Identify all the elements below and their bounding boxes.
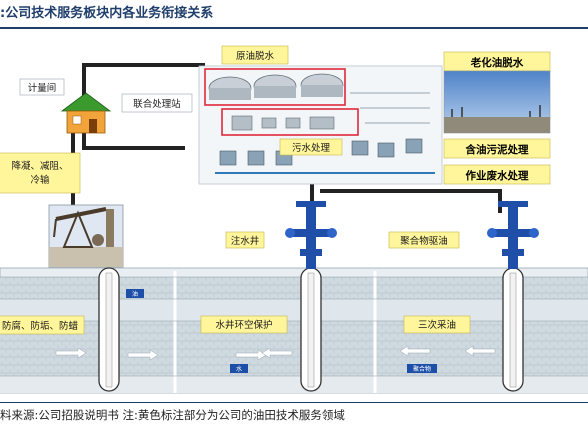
label-aged-oil-dehydration-text: 老化油脱水 — [470, 56, 524, 69]
label-metering-station: 计量间 — [19, 78, 65, 96]
figure-title: :公司技术服务板块内各业务衔接关系 — [0, 6, 214, 21]
label-sewage-treatment: 污水处理 — [279, 138, 343, 156]
wellhead-injection-icon — [285, 201, 337, 269]
wellbore-production — [98, 267, 120, 392]
label-polymer-flooding: 聚合物驱油 — [388, 231, 460, 249]
oilfield-photo — [443, 70, 551, 134]
label-anti-corrosion-text: 防腐、防垢、防蜡 — [2, 320, 79, 332]
tag-polymer-text: 聚合物 — [413, 365, 431, 373]
flow-arrows — [55, 345, 496, 361]
label-crude-dehydration: 原油脱水 — [221, 45, 289, 65]
tag-oil-text: 油 — [132, 290, 138, 298]
tag-oil: 油 — [126, 289, 144, 298]
label-anti-corrosion: 防腐、防垢、防蜡 — [0, 315, 85, 335]
strata-layer-mid — [0, 299, 588, 321]
wellhead-polymer-icon — [487, 201, 539, 269]
label-polymer-flooding-text: 聚合物驱油 — [400, 235, 448, 247]
label-tertiary-recovery: 三次采油 — [403, 315, 471, 334]
wellbore-injection — [300, 267, 322, 392]
source-divider — [0, 402, 588, 403]
label-joint-station: 联合处理站 — [121, 93, 193, 113]
label-tertiary-recovery-text: 三次采油 — [418, 319, 456, 331]
pipe-metering-to-dehydration — [82, 63, 205, 105]
label-metering-station-text: 计量间 — [28, 82, 57, 94]
label-injection-well: 注水井 — [225, 231, 265, 249]
flow-arrow-left — [261, 347, 293, 359]
label-waste-water: 作业废水处理 — [443, 164, 551, 185]
label-paraffin-prevention-text: 降凝、减阻、冷输 — [11, 160, 68, 186]
strata-layer-top — [0, 277, 588, 299]
label-well-protection-text: 水井环空保护 — [215, 319, 272, 331]
crude-dehydration-frame — [204, 68, 346, 106]
title-divider — [0, 27, 588, 29]
flow-arrow-left — [399, 345, 431, 357]
label-injection-well-text: 注水井 — [231, 235, 260, 247]
label-well-protection: 水井环空保护 — [200, 315, 288, 334]
label-waste-water-text: 作业废水处理 — [466, 169, 529, 182]
strata-boundaries — [0, 276, 588, 377]
pipe-to-polymer-well — [320, 189, 502, 213]
label-oily-sludge: 含油污泥处理 — [443, 138, 551, 159]
crude-dehydration-tanks — [208, 73, 344, 100]
strata-section-gaps — [173, 271, 377, 393]
label-sewage-treatment-text: 污水处理 — [292, 142, 331, 154]
source-note: 料来源:公司招股说明书 注:黄色标注部分为公司的油田技术服务领域 — [0, 408, 345, 422]
business-relation-diagram: 油 水 聚合物 防腐、防垢、防蜡 水井环空保护 三次采油 计量间 — [0, 45, 588, 394]
label-joint-station-text: 联合处理站 — [133, 98, 181, 110]
tag-polymer: 聚合物 — [407, 364, 437, 373]
label-oily-sludge-text: 含油污泥处理 — [466, 143, 529, 156]
tag-water: 水 — [230, 364, 248, 373]
flow-arrow-right — [55, 347, 87, 359]
metering-house-icon — [60, 92, 112, 134]
pipe-metering-to-joint-station — [82, 131, 185, 150]
flow-arrow-left — [464, 345, 496, 357]
flow-arrow-right — [127, 349, 159, 361]
sewage-treatment-frame — [221, 108, 359, 136]
tag-water-text: 水 — [236, 365, 242, 373]
joint-station-panel — [198, 65, 443, 185]
label-crude-dehydration-text: 原油脱水 — [236, 50, 275, 62]
flow-arrow-right — [235, 349, 267, 361]
ground-strata — [0, 267, 588, 394]
pumpjack-photo — [48, 204, 124, 268]
wellbore-polymer — [502, 267, 524, 392]
strata-layer-bottom — [0, 321, 588, 376]
label-paraffin-prevention: 降凝、减阻、冷输 — [0, 152, 81, 194]
sewage-treatment-units — [231, 115, 335, 131]
label-aged-oil-dehydration: 老化油脱水 — [443, 51, 551, 72]
